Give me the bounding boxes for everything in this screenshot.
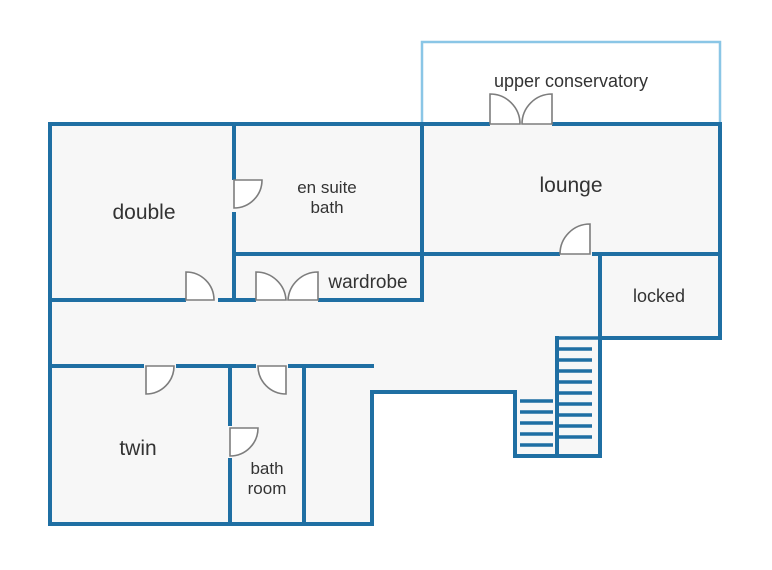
staircase [520, 336, 598, 447]
ensuite-label-line1: en suite [297, 178, 357, 197]
bathroom-label-line1: bath [250, 459, 283, 478]
double-label: double [112, 201, 175, 224]
upper-conservatory-wall [420, 40, 722, 124]
ensuite-door-icon [233, 179, 263, 209]
locked-label: locked [633, 286, 685, 306]
wardrobe-door-icon [287, 271, 319, 301]
double-door-icon [185, 271, 215, 301]
wardrobe-door-icon [255, 271, 287, 301]
twin-door-icon [145, 365, 175, 395]
bathroom-side-door-icon [229, 427, 259, 457]
lounge-door-icon [559, 223, 591, 255]
conservatory-door-icon [489, 93, 521, 125]
bathroom-label-line2: room [248, 479, 287, 498]
exterior-wall [48, 122, 722, 526]
floor-area [50, 124, 720, 524]
lounge-label: lounge [539, 174, 602, 197]
doors [145, 93, 591, 457]
wardrobe-label: wardrobe [327, 272, 407, 293]
conservatory-door-icon [521, 93, 553, 125]
upper-conservatory-label: upper conservatory [494, 71, 648, 91]
ensuite-label-line2: bath [310, 198, 343, 217]
bathroom-door-icon [257, 365, 287, 395]
room-labels: upper conservatory lounge double en suit… [112, 71, 685, 498]
twin-label: twin [119, 437, 156, 460]
